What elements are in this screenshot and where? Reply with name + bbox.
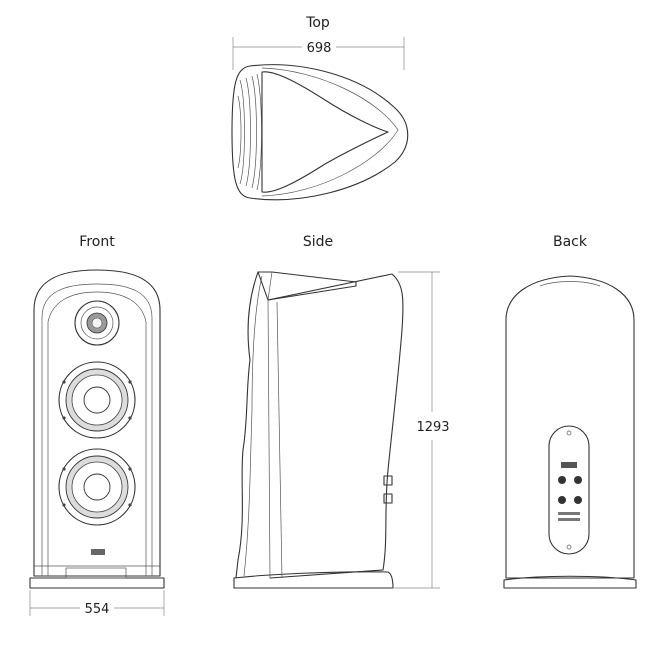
brand-badge [91, 549, 105, 555]
side-height-value: 1293 [416, 420, 449, 435]
side-view: 1293 [233, 271, 450, 589]
woofer-lower [58, 448, 136, 526]
terminal-panel [548, 425, 590, 555]
front-view-label: Front [79, 234, 115, 250]
top-view-label: Top [305, 15, 330, 31]
top-view: 698 [231, 37, 409, 201]
top-width-value: 698 [307, 41, 332, 56]
front-width-dimension: 554 [29, 590, 165, 617]
front-width-value: 554 [85, 602, 110, 617]
front-view: 554 [29, 269, 165, 617]
top-width-dimension: 698 [232, 37, 405, 70]
woofer-upper [58, 361, 136, 439]
side-view-label: Side [303, 234, 333, 250]
back-view [503, 275, 637, 589]
tweeter [74, 300, 120, 346]
side-height-dimension: 1293 [394, 271, 450, 589]
back-view-label: Back [553, 234, 588, 250]
